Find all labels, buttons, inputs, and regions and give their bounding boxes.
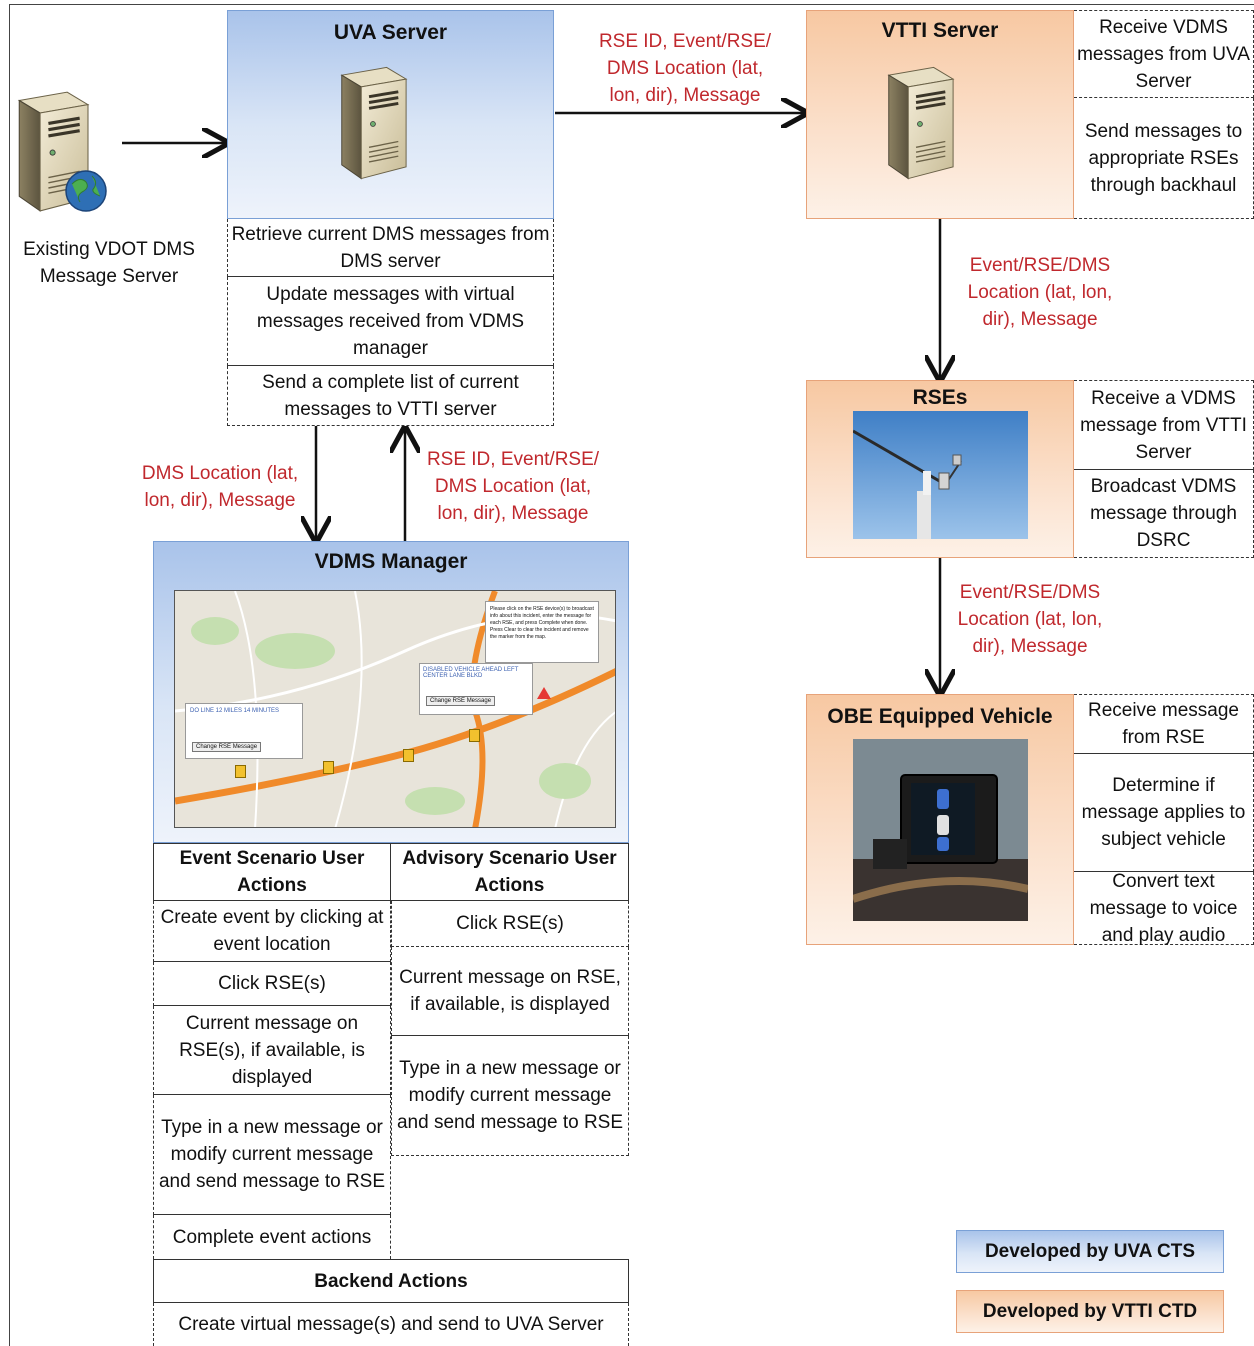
arrow-label-rses-to-obe: Event/RSE/DMS Location (lat, lon, dir), …	[957, 582, 1103, 657]
vtti-server-title: VTTI Server	[881, 19, 999, 42]
uva-task-retrieve: Retrieve current DMS messages from DMS s…	[227, 219, 554, 277]
rses-task-broadcast: Broadcast VDMS message through DSRC	[1074, 470, 1254, 558]
backend-action-create-virtual: Create virtual message(s) and send to UV…	[153, 1303, 629, 1346]
obe-task-receive: Receive message from RSE	[1074, 694, 1254, 754]
legend-uva: Developed by UVA CTS	[956, 1230, 1224, 1273]
uva-server-icon	[332, 57, 410, 187]
legend-vtti: Developed by VTTI CTD	[956, 1290, 1224, 1333]
event-action-click-rse: Click RSE(s)	[153, 962, 391, 1006]
map-popup-3: Please click on the RSE device(s) to bro…	[485, 601, 599, 663]
event-scenario-header: Event Scenario User Actions	[153, 843, 391, 901]
obe-task-determine: Determine if message applies to subject …	[1074, 754, 1254, 872]
map-popup-2-text: DISABLED VEHICLE AHEAD LEFT CENTER LANE …	[423, 667, 519, 679]
map-popup-1-text: DO LINE 12 MILES 14 MINUTES	[190, 708, 280, 714]
uva-task-update: Update messages with virtual messages re…	[227, 277, 554, 366]
obe-vehicle-box: OBE Equipped Vehicle	[806, 694, 1074, 945]
vdot-server-label: Existing VDOT DMS Message Server	[23, 239, 195, 287]
rse-marker-icon[interactable]	[403, 749, 414, 762]
obe-vehicle-title: OBE Equipped Vehicle	[827, 705, 1053, 728]
arrow-label-uva-to-vtti: RSE ID, Event/RSE/ DMS Location (lat, lo…	[598, 31, 772, 106]
rse-marker-icon[interactable]	[235, 765, 246, 778]
arrow-label-uva-to-vdms: DMS Location (lat, lon, dir), Message	[141, 463, 299, 511]
map-popup-1: DO LINE 12 MILES 14 MINUTES Change RSE M…	[185, 703, 303, 759]
vdms-manager-box: VDMS Manager DO LINE 12 MILES 14 MINUTES…	[153, 541, 629, 843]
vdms-map[interactable]: DO LINE 12 MILES 14 MINUTES Change RSE M…	[174, 590, 616, 828]
rse-marker-icon[interactable]	[323, 761, 334, 774]
advisory-action-current-message: Current message on RSE, if available, is…	[391, 947, 629, 1036]
rse-pole-photo	[853, 411, 1028, 539]
diagram-frame	[9, 4, 1254, 1346]
advisory-action-type-message: Type in a new message or modify current …	[391, 1036, 629, 1156]
event-action-current-message: Current message on RSE(s), if available,…	[153, 1006, 391, 1095]
rses-task-receive: Receive a VDMS message from VTTI Server	[1074, 380, 1254, 470]
map-popup-2: DISABLED VEHICLE AHEAD LEFT CENTER LANE …	[419, 663, 533, 715]
uva-server-title: UVA Server	[333, 21, 448, 44]
rse-marker-icon[interactable]	[469, 729, 480, 742]
vtti-server-icon	[879, 57, 957, 187]
rses-title: RSEs	[912, 386, 968, 409]
event-action-type-message: Type in a new message or modify current …	[153, 1095, 391, 1215]
vdms-manager-title: VDMS Manager	[314, 550, 468, 573]
vtti-server-box: VTTI Server	[806, 10, 1074, 219]
map-popup-2-button[interactable]: Change RSE Message	[426, 696, 496, 706]
uva-task-send: Send a complete list of current messages…	[227, 366, 554, 426]
obe-device-photo	[853, 739, 1028, 921]
uva-server-box: UVA Server	[227, 10, 554, 219]
rses-box: RSEs	[806, 380, 1074, 558]
vtti-task-receive: Receive VDMS messages from UVA Server	[1074, 10, 1254, 98]
incident-warning-icon[interactable]	[537, 687, 551, 699]
advisory-scenario-header: Advisory Scenario User Actions	[391, 843, 629, 901]
vdot-server-icon	[17, 90, 107, 213]
map-popup-1-button[interactable]: Change RSE Message	[192, 742, 262, 752]
vtti-task-send: Send messages to appropriate RSEs throug…	[1074, 98, 1254, 219]
event-action-complete: Complete event actions	[153, 1215, 391, 1259]
backend-actions-header: Backend Actions	[153, 1259, 629, 1303]
arrow-label-vtti-to-rses: Event/RSE/DMS Location (lat, lon, dir), …	[967, 255, 1113, 330]
obe-task-convert: Convert text message to voice and play a…	[1074, 871, 1254, 946]
arrow-label-vdms-to-uva: RSE ID, Event/RSE/ DMS Location (lat, lo…	[426, 449, 600, 524]
advisory-action-click-rse: Click RSE(s)	[391, 901, 629, 947]
event-action-create: Create event by clicking at event locati…	[153, 901, 391, 962]
